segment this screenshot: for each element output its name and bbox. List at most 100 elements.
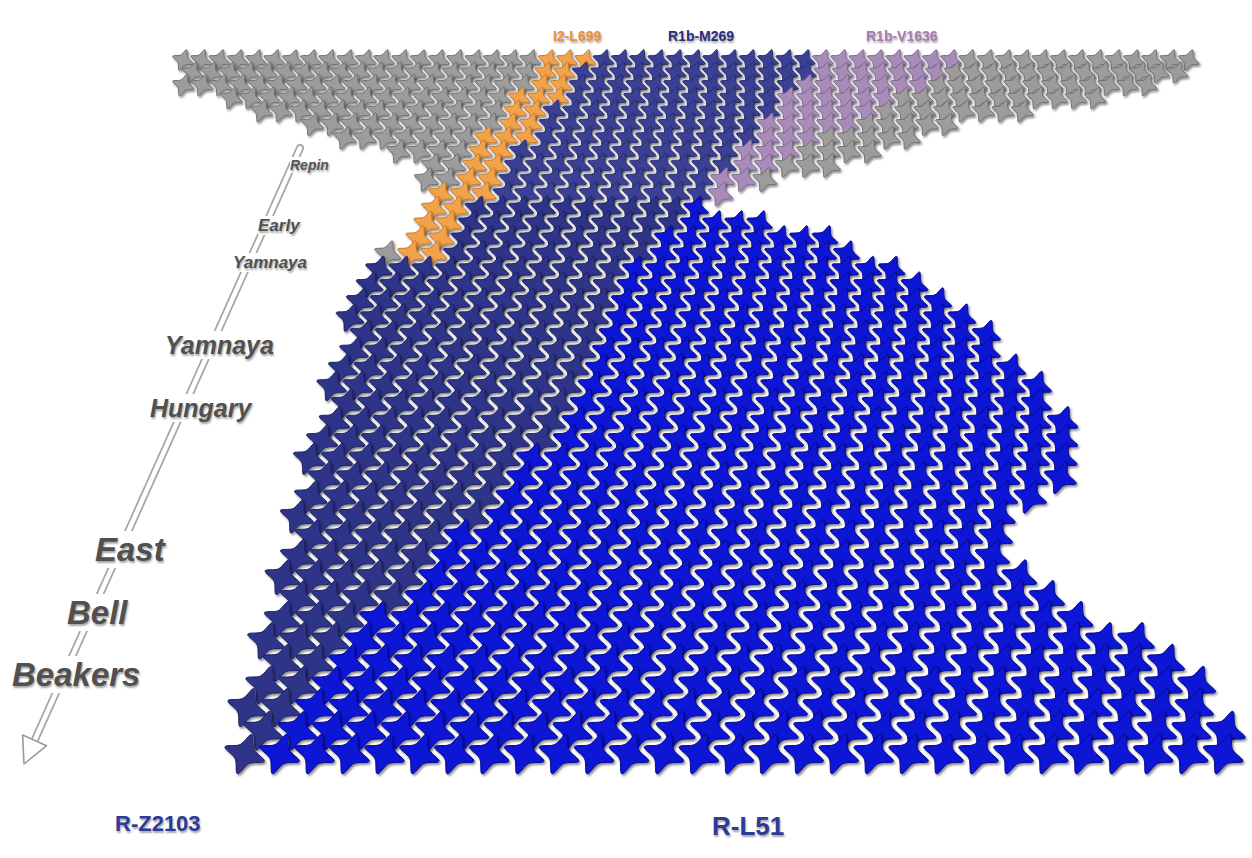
- star-tile: [469, 734, 509, 774]
- haplogroup-label: R1b-M269: [668, 28, 734, 44]
- period-label: Early Yamnaya: [233, 216, 307, 272]
- label-holder: R1b-M269: [668, 27, 798, 45]
- star-tile: [1098, 734, 1138, 774]
- period-label: Yamnaya Hungary: [150, 331, 274, 422]
- star-tile: [1084, 87, 1106, 109]
- tile-row: [225, 734, 1243, 774]
- haplogroup-label: R1b-V1636: [866, 28, 938, 44]
- star-tile: [936, 113, 958, 135]
- label-holder: Early Yamnaya: [233, 207, 343, 281]
- star-tile: [365, 734, 405, 774]
- tile-row: [294, 481, 1046, 514]
- tile-row: [228, 689, 1214, 727]
- star-tile: [270, 100, 292, 122]
- star-tile: [732, 168, 756, 192]
- star-tile: [1014, 481, 1047, 514]
- star-tile: [317, 371, 347, 401]
- label-holder: Yamnaya Hungary: [150, 314, 295, 440]
- tile-row: [336, 304, 976, 332]
- star-tile: [353, 126, 376, 149]
- label-holder: R-Z2103: [115, 811, 315, 837]
- star-tile: [679, 734, 719, 774]
- star-tile: [321, 113, 343, 135]
- star-tile: [916, 113, 938, 135]
- label-holder: I2-L699: [553, 27, 673, 45]
- star-tile: [1046, 87, 1068, 109]
- label-holder: R1b-V1636: [866, 27, 996, 45]
- star-tile: [749, 734, 789, 774]
- tile-row: [350, 320, 1000, 348]
- star-tile: [644, 734, 684, 774]
- star-tile: [1044, 462, 1076, 494]
- label-holder: Repin: [290, 156, 380, 174]
- star-tile: [953, 100, 975, 122]
- star-tile: [1029, 734, 1069, 774]
- star-tile: [854, 734, 894, 774]
- label-holder: East Bell Beakers: [12, 519, 212, 707]
- tile-row: [244, 711, 1246, 750]
- star-tile: [889, 734, 929, 774]
- arrow-shaft: [35, 148, 300, 740]
- star-tile: [817, 154, 841, 178]
- tile-field: [173, 50, 1246, 774]
- star-tile: [609, 734, 649, 774]
- star-tile: [775, 154, 799, 178]
- arrow-shaft-outline: [35, 148, 300, 740]
- period-label: Repin: [290, 157, 329, 173]
- star-tile: [173, 74, 194, 95]
- star-tile: [924, 734, 964, 774]
- star-tile: [992, 100, 1014, 122]
- star-tile: [220, 87, 242, 109]
- star-tile: [330, 734, 370, 774]
- star-tile: [858, 140, 881, 163]
- star-tile: [1117, 74, 1138, 95]
- star-tile: [260, 734, 300, 774]
- star-tile: [1011, 100, 1033, 122]
- star-tile: [714, 734, 754, 774]
- star-tile: [400, 734, 440, 774]
- arrow-head: [23, 735, 47, 764]
- star-tile: [877, 126, 900, 149]
- star-tile: [994, 734, 1034, 774]
- label-holder: R-L51: [712, 811, 912, 841]
- star-tile: [289, 100, 311, 122]
- star-tile: [784, 734, 824, 774]
- tile-row: [220, 87, 1106, 109]
- tile-row: [340, 337, 1001, 366]
- star-tile: [191, 74, 212, 95]
- star-tile: [250, 100, 272, 122]
- star-tile: [708, 182, 732, 206]
- haplogroup-label: R-L51: [712, 811, 784, 841]
- star-tile: [972, 100, 994, 122]
- tile-row: [173, 74, 1158, 95]
- star-tile: [1027, 87, 1049, 109]
- star-tile: [1203, 734, 1243, 774]
- star-tile: [414, 168, 438, 192]
- star-tile: [1136, 74, 1157, 95]
- star-tile: [333, 126, 356, 149]
- star-tile: [387, 140, 410, 163]
- star-tile: [336, 304, 364, 332]
- star-tile: [1065, 87, 1087, 109]
- tile-row: [421, 154, 840, 178]
- star-tile: [1133, 734, 1173, 774]
- star-tile: [435, 734, 475, 774]
- star-tile: [1064, 734, 1104, 774]
- star-tile: [407, 140, 430, 163]
- star-tile: [1167, 62, 1188, 83]
- haplogroup-label: R-Z2103: [115, 811, 201, 836]
- tile-row: [246, 666, 1216, 704]
- star-tile: [301, 113, 323, 135]
- star-tile: [796, 154, 820, 178]
- star-tile: [1098, 74, 1119, 95]
- star-tile: [898, 126, 921, 149]
- star-tile: [374, 126, 397, 149]
- star-tile: [753, 168, 777, 192]
- star-tile: [959, 734, 999, 774]
- star-tile: [295, 734, 335, 774]
- star-tile: [819, 734, 859, 774]
- star-tile: [225, 734, 265, 774]
- star-tile: [539, 734, 579, 774]
